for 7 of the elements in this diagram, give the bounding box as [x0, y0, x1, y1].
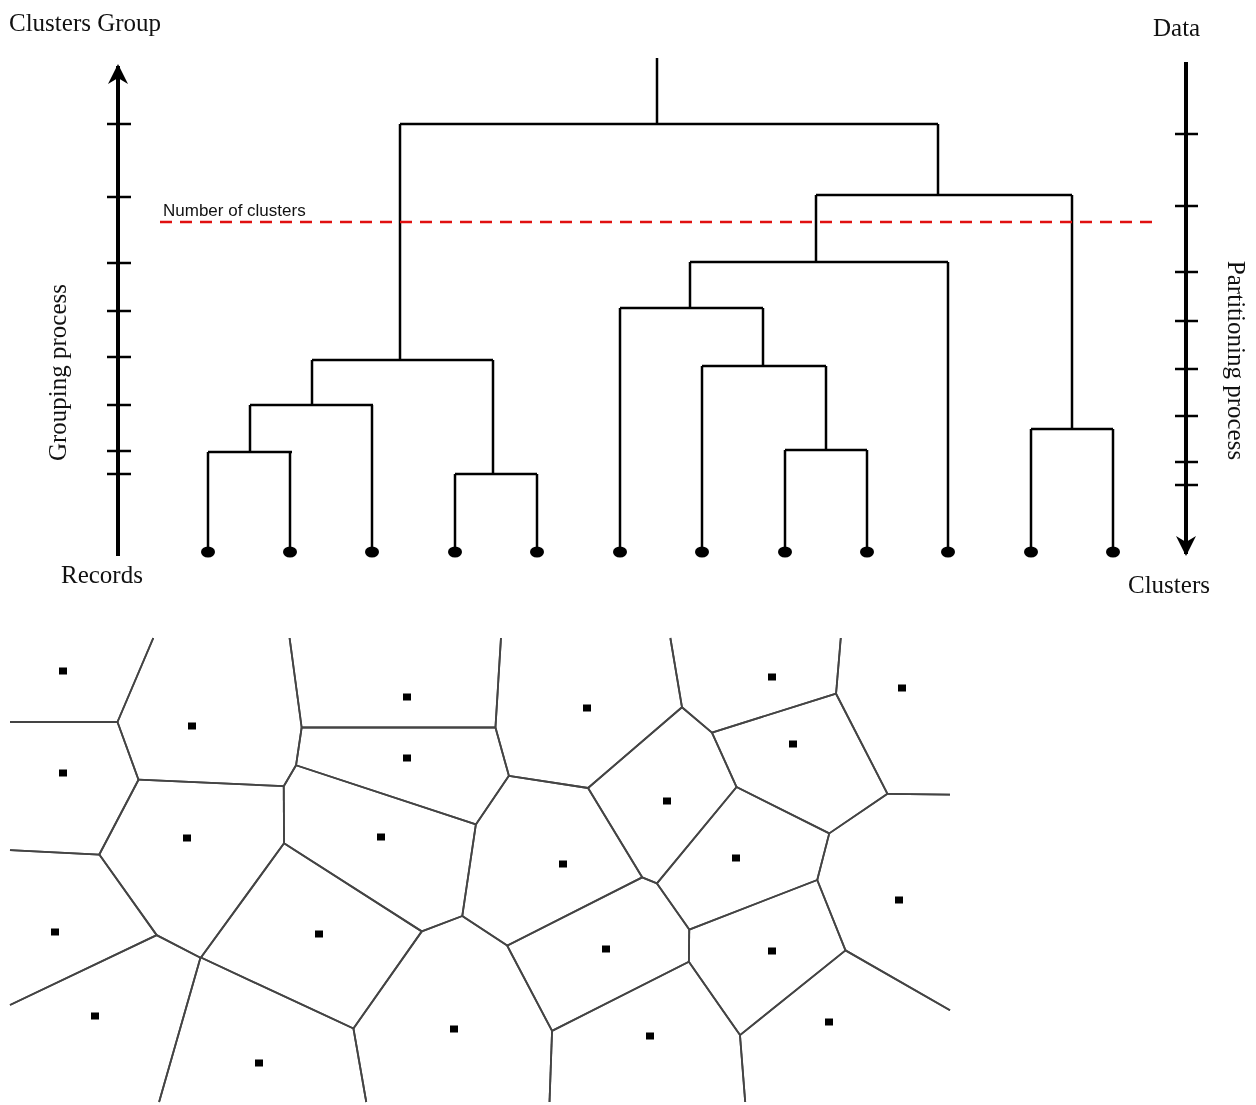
- axis-label: Partitioning process: [1223, 260, 1249, 460]
- axis-title: Records: [61, 562, 143, 587]
- axis-label: Grouping process: [44, 283, 70, 461]
- axis-title: Data: [1153, 15, 1201, 40]
- axis-title: Clusters Group: [9, 10, 162, 35]
- cut-line-label: Number of clusters: [163, 202, 306, 219]
- axis-title: Clusters: [1128, 572, 1210, 597]
